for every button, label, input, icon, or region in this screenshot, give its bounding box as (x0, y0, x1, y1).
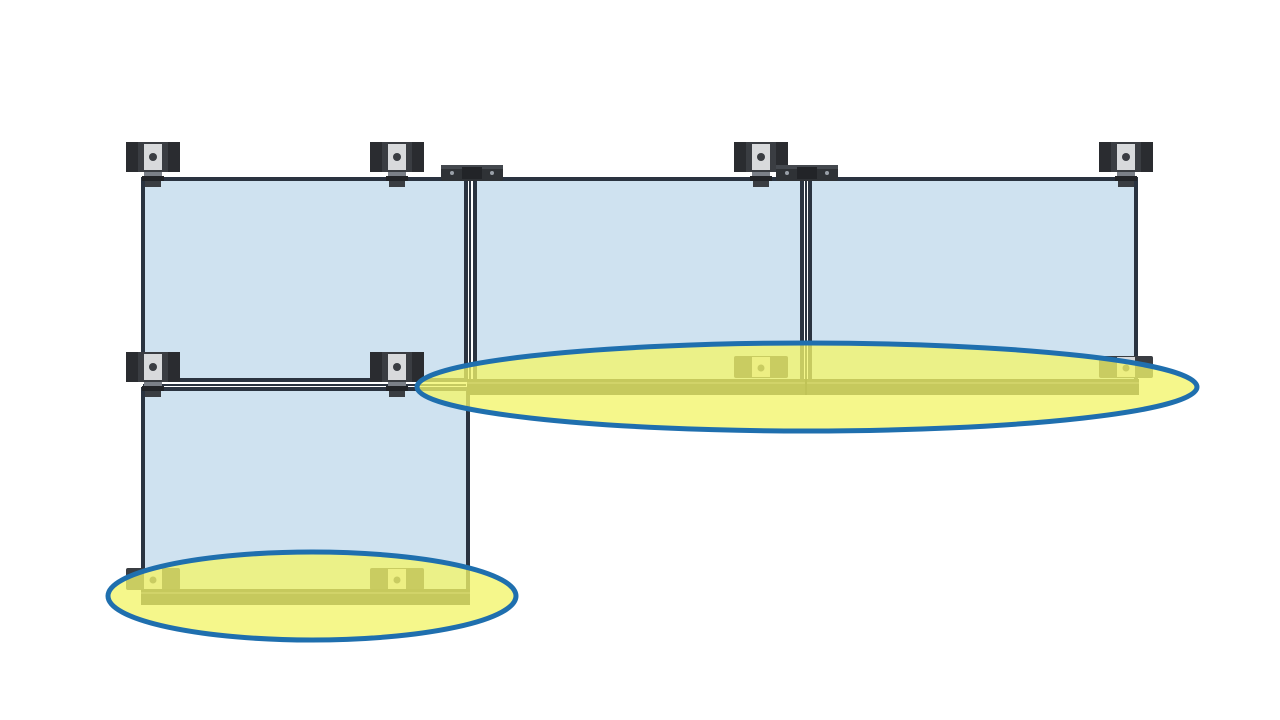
panel-top-left (141, 177, 468, 382)
highlight-left-rail (105, 549, 519, 643)
highlights (105, 340, 1200, 643)
highlight-right-rail (414, 340, 1200, 434)
panel-connector-icon (441, 165, 503, 181)
panel-connector-icon (776, 165, 838, 181)
